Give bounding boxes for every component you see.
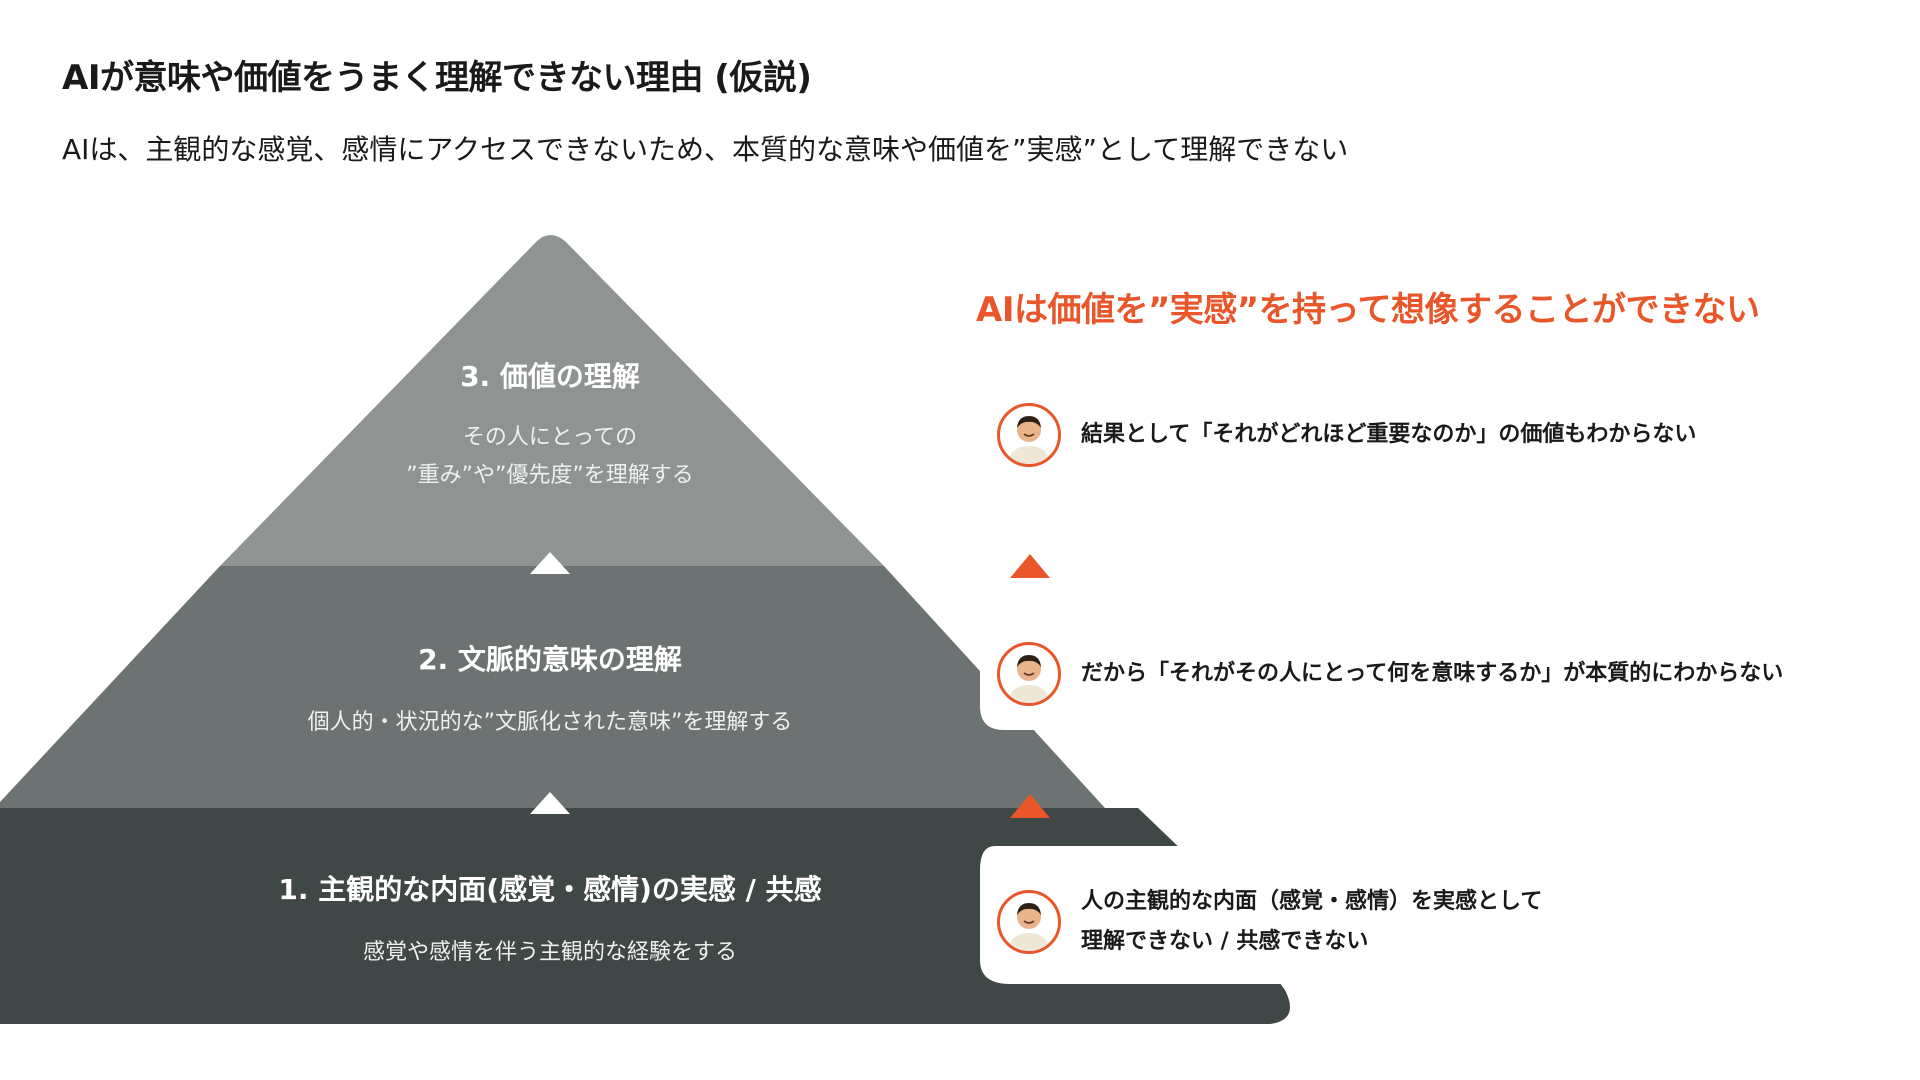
reason-text-3-line2: 理解できない / 共感できない — [1081, 929, 1369, 954]
reason-item-1: 結果として「それがどれほど重要なのか」の価値もわからない — [997, 403, 1696, 467]
layer-3-desc-1: その人にとっての — [462, 425, 638, 450]
layer-3: 3. 価値の理解 その人にとっての ”重み”や”優先度”を理解する — [300, 355, 800, 495]
pyramid-layer-bottom — [0, 808, 1290, 1024]
page-subtitle: AIは、主観的な感覚、感情にアクセスできないため、本質的な意味や価値を”実感”と… — [62, 133, 1349, 166]
layer-arrow-up-bottom — [530, 792, 570, 814]
avatar-icon — [997, 890, 1061, 954]
card-bottom — [980, 846, 1285, 984]
up-arrow-icon — [1010, 554, 1050, 578]
layer-2: 2. 文脈的意味の理解 個人的・状況的な”文脈化された意味”を理解する — [200, 638, 900, 742]
reason-text-1: 結果として「それがどれほど重要なのか」の価値もわからない — [1081, 422, 1697, 447]
layer-3-desc-2: ”重み”や”優先度”を理解する — [406, 463, 694, 488]
layer-arrow-up-top — [530, 552, 570, 574]
layer-2-desc: 個人的・状況的な”文脈化された意味”を理解する — [307, 710, 793, 735]
right-headline: AIは価値を”実感”を持って想像することができない — [976, 290, 1760, 330]
layer-1-title: 1. 主観的な内面(感覚・感情)の実感 / 共感 — [278, 873, 822, 906]
up-arrow-icon — [1010, 794, 1050, 818]
reason-item-3: 人の主観的な内面（感覚・感情）を実感として 理解できない / 共感できない — [997, 882, 1542, 962]
reason-text-2: だから「それがその人にとって何を意味するか」が本質的にわからない — [1081, 661, 1784, 686]
card-middle — [980, 540, 1040, 730]
pyramid-layer-middle — [0, 566, 1105, 808]
layer-2-title: 2. 文脈的意味の理解 — [418, 643, 682, 676]
avatar-icon — [997, 403, 1061, 467]
reason-text-3-line1: 人の主観的な内面（感覚・感情）を実感として — [1081, 889, 1543, 914]
page-title: AIが意味や価値をうまく理解できない理由 (仮説) — [62, 58, 812, 98]
avatar-icon — [997, 642, 1061, 706]
reason-item-2: だから「それがその人にとって何を意味するか」が本質的にわからない — [997, 642, 1783, 706]
layer-1: 1. 主観的な内面(感覚・感情)の実感 / 共感 感覚や感情を伴う主観的な経験を… — [150, 868, 950, 972]
layer-1-desc: 感覚や感情を伴う主観的な経験をする — [362, 940, 737, 965]
pyramid-layer-top — [220, 235, 884, 566]
layer-3-title: 3. 価値の理解 — [460, 360, 640, 393]
reason-text-3: 人の主観的な内面（感覚・感情）を実感として 理解できない / 共感できない — [1081, 882, 1542, 962]
